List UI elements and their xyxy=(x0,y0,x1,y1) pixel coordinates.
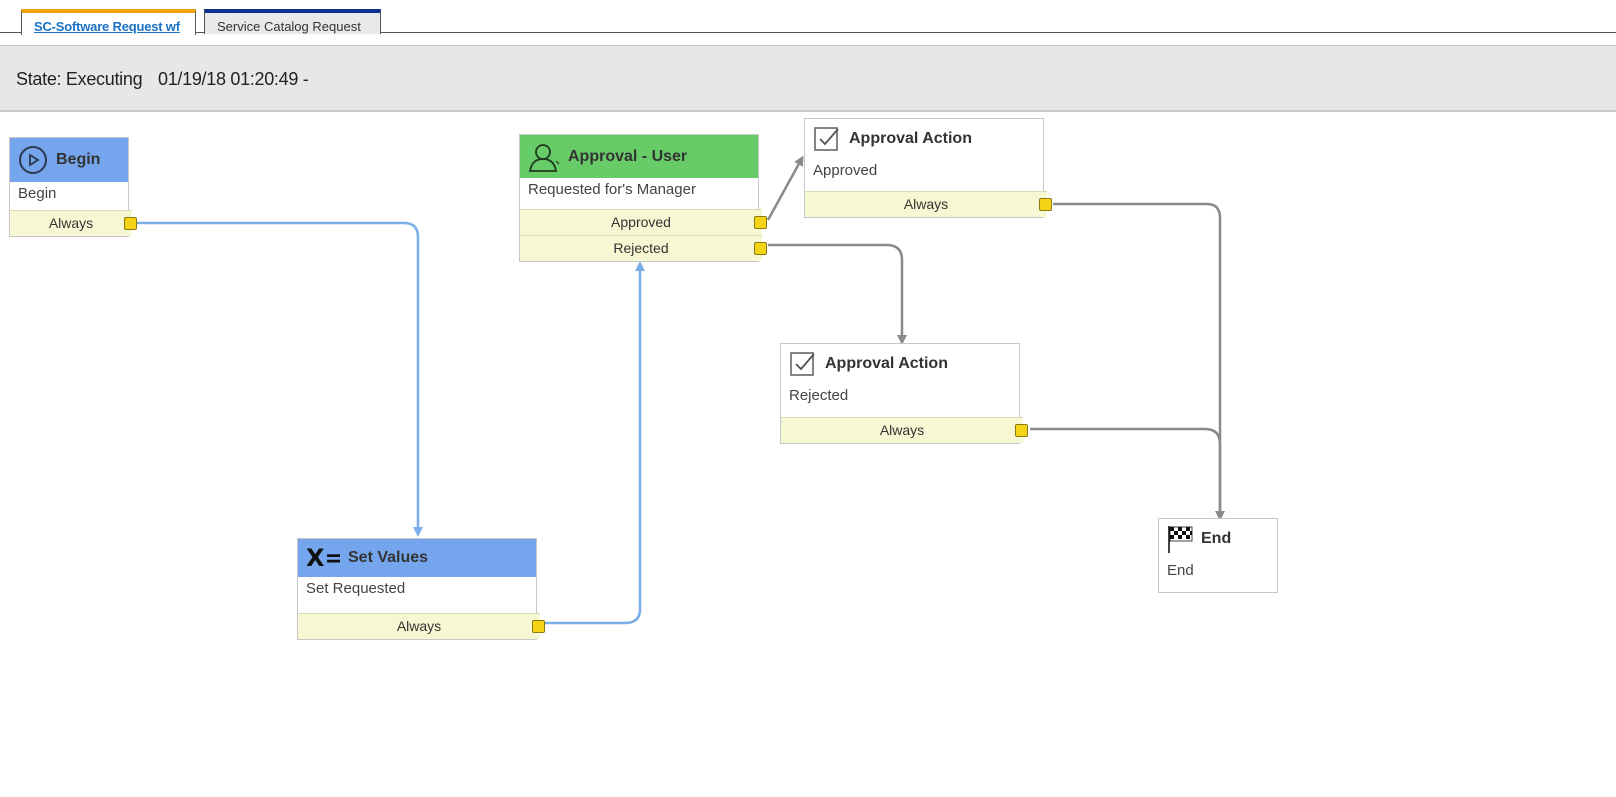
exit-always: Always xyxy=(298,613,545,639)
checkbox-icon xyxy=(813,125,841,153)
exit-label: Approved xyxy=(611,214,671,230)
activity-description: Rejected xyxy=(789,387,849,404)
activity-title: Begin xyxy=(56,151,101,168)
activity-approval-action-rejected[interactable]: Approval Action Rejected Always xyxy=(780,343,1028,444)
exit-port[interactable] xyxy=(754,216,767,229)
exit-port[interactable] xyxy=(1039,198,1052,211)
activity-end[interactable]: End End xyxy=(1158,518,1278,593)
activity-header: Approval - User xyxy=(520,135,758,178)
activity-header: Begin xyxy=(10,138,128,182)
activity-description: Approved xyxy=(813,162,878,179)
exit-approved: Approved xyxy=(520,209,767,235)
exit-always: Always xyxy=(805,191,1052,217)
activity-title: Approval Action xyxy=(825,355,948,372)
activity-title: Approval Action xyxy=(849,130,972,147)
tab-sc-software-request-wf[interactable]: SC-Software Request wf xyxy=(21,9,196,35)
activity-set-values[interactable]: X= Set Values Set Requested Always xyxy=(297,538,545,640)
exit-label: Always xyxy=(48,215,94,231)
connector-rejected-action-to-end xyxy=(1030,427,1222,516)
exit-label: Rejected xyxy=(613,240,669,256)
activity-header: X= Set Values xyxy=(298,539,536,577)
checkbox-icon xyxy=(789,350,817,378)
exit-always: Always xyxy=(10,210,137,236)
checkered-flag-icon xyxy=(1167,524,1193,554)
activity-title: End xyxy=(1201,530,1232,547)
connector-rejected-to-action xyxy=(768,243,907,345)
connector-approved-to-action xyxy=(766,155,804,221)
exit-label: Always xyxy=(396,618,442,634)
exit-port[interactable] xyxy=(532,620,545,633)
state-label: State: Executing xyxy=(16,69,143,89)
activity-approval-user[interactable]: Approval - User Requested for's Manager … xyxy=(519,134,767,262)
activity-header: End xyxy=(1159,519,1277,559)
activity-description: Requested for's Manager xyxy=(528,181,696,198)
exit-label: Always xyxy=(903,196,949,212)
play-icon xyxy=(18,145,48,175)
connector-approved-action-to-end xyxy=(1053,202,1225,521)
user-icon xyxy=(528,142,560,172)
exit-always: Always xyxy=(781,417,1028,443)
tab-label[interactable]: Service Catalog Request xyxy=(217,19,361,34)
activity-header: Approval Action xyxy=(805,119,1043,159)
workflow-state-bar: State: Executing 01/19/18 01:20:49 - xyxy=(0,45,1616,112)
connector-begin-to-set-values xyxy=(133,221,423,537)
svg-text:X=: X= xyxy=(306,545,340,571)
exit-port[interactable] xyxy=(1015,424,1028,437)
exit-rejected: Rejected xyxy=(520,235,767,261)
tab-bar: SC-Software Request wf Service Catalog R… xyxy=(0,0,1616,35)
x-equals-icon: X= xyxy=(306,545,340,571)
activity-description: Begin xyxy=(18,185,57,202)
activity-title: Set Values xyxy=(348,549,429,566)
state-timestamp: 01/19/18 01:20:49 - xyxy=(158,69,309,89)
activity-approval-action-approved[interactable]: Approval Action Approved Always xyxy=(804,118,1052,218)
activity-description: Set Requested xyxy=(306,580,406,597)
activity-title: Approval - User xyxy=(568,147,688,165)
tab-label[interactable]: SC-Software Request wf xyxy=(34,19,180,34)
connector-set-values-to-approval xyxy=(545,261,645,625)
tab-service-catalog-request[interactable]: Service Catalog Request xyxy=(204,9,381,34)
exit-port[interactable] xyxy=(124,217,137,230)
exit-label: Always xyxy=(879,422,925,438)
exit-port[interactable] xyxy=(754,242,767,255)
activity-description: End xyxy=(1167,562,1194,579)
activity-header: Approval Action xyxy=(781,344,1019,384)
activity-begin[interactable]: Begin Begin Always xyxy=(9,137,137,237)
